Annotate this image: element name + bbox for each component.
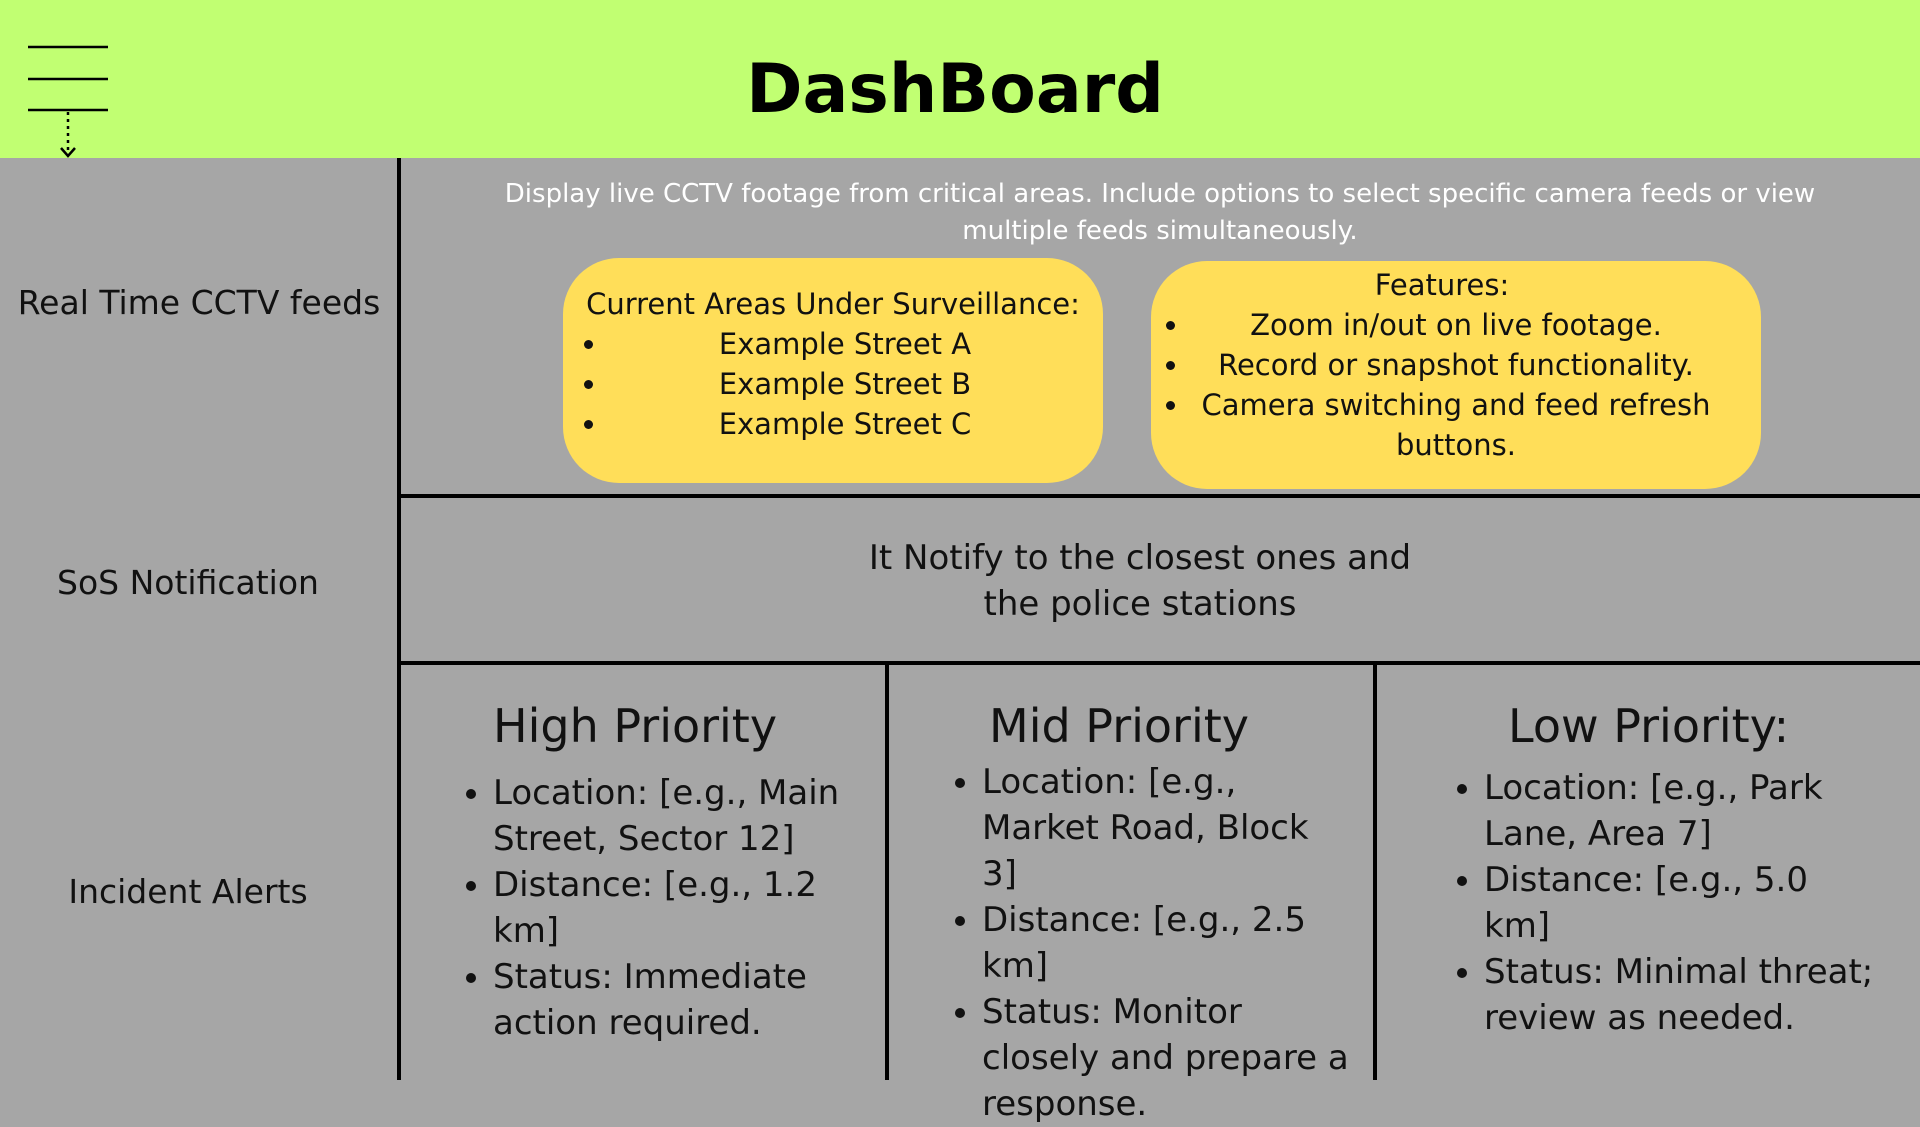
cctv-description: Display live CCTV footage from critical …: [504, 179, 1816, 246]
sos-line-2: the police stations: [983, 584, 1297, 624]
cctv-bottom-divider: [397, 494, 1920, 498]
list-item: Distance: [e.g., 2.5 km]: [982, 897, 1354, 989]
list-item: Status: Minimal threat; review as needed…: [1484, 949, 1876, 1041]
mid-priority-title: Mid Priority: [989, 699, 1250, 753]
mid-priority-list: Location: [e.g., Market Road, Block 3] D…: [934, 759, 1354, 1127]
list-item: Location: [e.g., Main Street, Sector 12]: [493, 770, 875, 862]
sidebar-divider: [397, 158, 401, 1080]
sos-line-1: It Notify to the closest ones and: [868, 538, 1412, 578]
high-priority-title: High Priority: [493, 699, 778, 753]
list-item[interactable]: Example Street C: [609, 404, 1103, 444]
list-item: Record or snapshot functionality.: [1191, 345, 1721, 385]
surveillance-areas-card: Current Areas Under Surveillance: Exampl…: [563, 258, 1103, 483]
features-list: Zoom in/out on live footage. Record or s…: [1151, 305, 1761, 465]
high-priority-list: Location: [e.g., Main Street, Sector 12]…: [445, 770, 875, 1046]
list-item: Status: Monitor closely and prepare a re…: [982, 989, 1354, 1127]
surveillance-areas-list: Example Street A Example Street B Exampl…: [563, 324, 1103, 444]
list-item: Location: [e.g., Park Lane, Area 7]: [1484, 765, 1876, 857]
alerts-divider-2: [1373, 661, 1377, 1080]
features-heading: Features:: [1374, 268, 1510, 302]
page-title: DashBoard: [746, 50, 1164, 129]
list-item: Location: [e.g., Market Road, Block 3]: [982, 759, 1354, 897]
low-priority-title: Low Priority:: [1508, 699, 1790, 753]
list-item: Camera switching and feed refresh button…: [1191, 385, 1721, 465]
features-card: Features: Zoom in/out on live footage. R…: [1151, 261, 1761, 489]
header-bar: DashBoard: [0, 0, 1920, 158]
sidebar-item-incident-alerts[interactable]: Incident Alerts: [68, 872, 308, 911]
high-priority-column: High Priority Location: [e.g., Main Stre…: [445, 696, 875, 1046]
sos-description: It Notify to the closest ones and the po…: [400, 535, 1880, 627]
sidebar-item-sos-notification[interactable]: SoS Notification: [57, 563, 319, 602]
alerts-divider-1: [885, 661, 889, 1080]
mid-priority-column: Mid Priority Location: [e.g., Market Roa…: [934, 696, 1354, 1127]
list-item: Zoom in/out on live footage.: [1191, 305, 1721, 345]
menu-icon[interactable]: [28, 42, 110, 160]
list-item: Status: Immediate action required.: [493, 954, 875, 1046]
list-item[interactable]: Example Street B: [609, 364, 1103, 404]
low-priority-list: Location: [e.g., Park Lane, Area 7] Dist…: [1436, 765, 1876, 1041]
list-item: Distance: [e.g., 1.2 km]: [493, 862, 875, 954]
sos-bottom-divider: [397, 661, 1920, 665]
surveillance-areas-heading: Current Areas Under Surveillance:: [586, 287, 1080, 321]
low-priority-column: Low Priority: Location: [e.g., Park Lane…: [1436, 696, 1876, 1041]
sidebar-item-cctv-feeds[interactable]: Real Time CCTV feeds: [17, 283, 381, 322]
list-item[interactable]: Example Street A: [609, 324, 1103, 364]
list-item: Distance: [e.g., 5.0 km]: [1484, 857, 1876, 949]
